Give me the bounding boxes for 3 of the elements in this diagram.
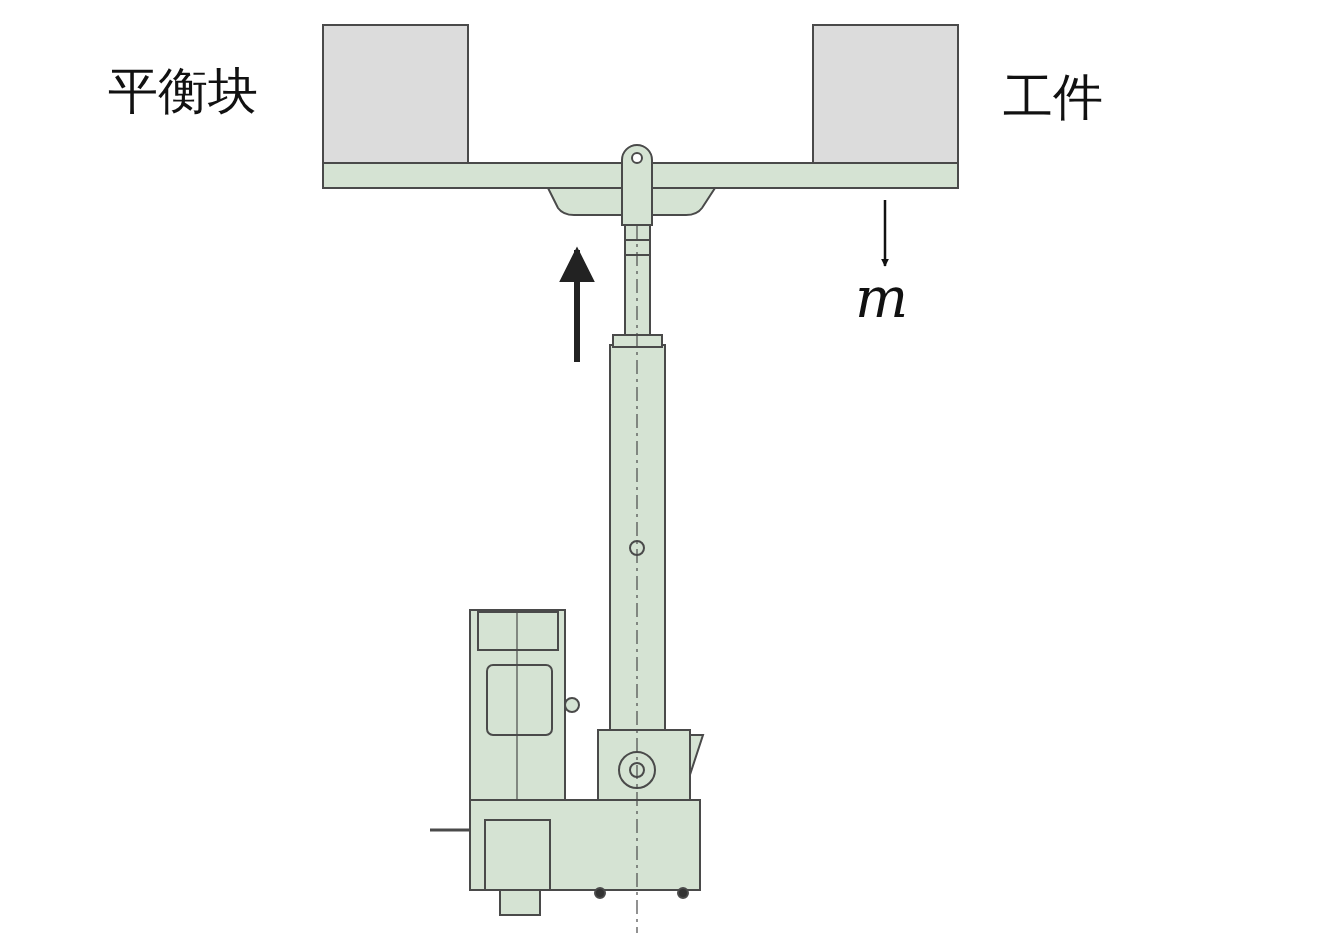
mass-symbol: m [855, 270, 909, 326]
part-label: 平衡块 [108, 66, 258, 116]
part-label: 工件 [1003, 72, 1103, 122]
